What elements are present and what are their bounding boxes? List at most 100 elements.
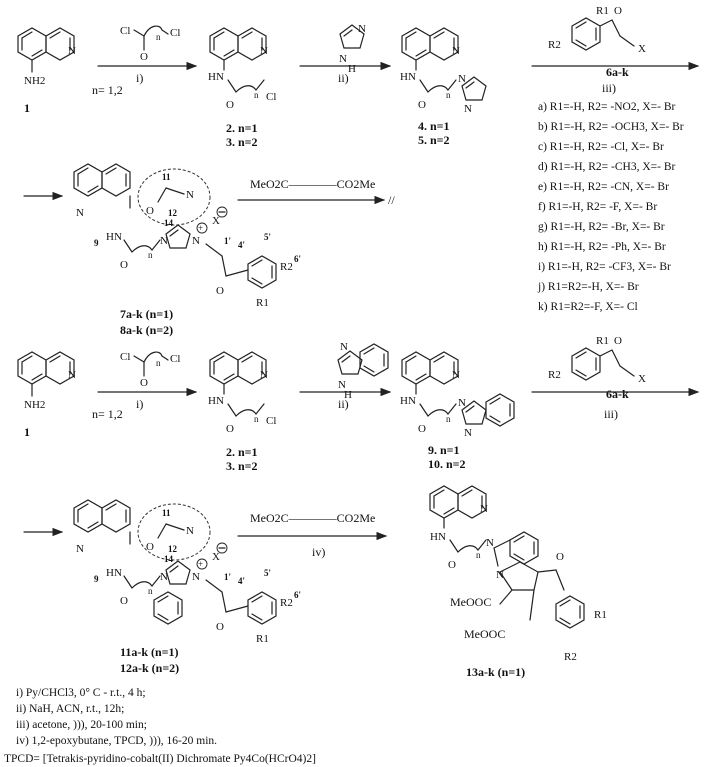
salt-11-12-structure: N 11 12 O N 9 HN O n 14 N N + X 1' O 4' …	[73, 499, 301, 645]
svg-text:Cl: Cl	[120, 25, 130, 37]
svg-text:N: N	[76, 207, 84, 219]
svg-text:O: O	[120, 259, 128, 271]
conditions-list: i) Py/CHCl3, 0° C - r.t., 4 h; ii) NaH, …	[16, 687, 217, 747]
svg-text:4': 4'	[238, 576, 245, 586]
dashed-ring-highlight	[137, 168, 211, 226]
svg-text:O: O	[146, 205, 154, 217]
svg-text:n: n	[446, 90, 451, 100]
svg-text:O: O	[226, 99, 234, 111]
svg-text:N: N	[480, 503, 488, 515]
svg-text:c) R1=-H, R2= -Cl, X=- Br: c) R1=-H, R2= -Cl, X=- Br	[538, 141, 664, 153]
svg-text:N: N	[338, 379, 346, 391]
svg-text:6': 6'	[294, 254, 301, 264]
svg-text:N: N	[192, 571, 200, 583]
no-reaction-mark: //	[388, 193, 395, 207]
compound-1b-structure: NH2 N	[17, 351, 76, 411]
svg-text:Cl: Cl	[266, 91, 276, 103]
svg-text:n: n	[254, 90, 259, 100]
svg-text:3. n=2: 3. n=2	[226, 459, 258, 473]
svg-text:N: N	[186, 189, 194, 201]
svg-text:n: n	[476, 550, 481, 560]
svg-text:O: O	[448, 559, 456, 571]
svg-text:Cl: Cl	[120, 351, 130, 363]
svg-text:n: n	[446, 414, 451, 424]
svg-text:n: n	[254, 414, 259, 424]
svg-text:N: N	[68, 45, 76, 57]
svg-text:R1: R1	[256, 297, 269, 309]
svg-text:HN: HN	[400, 71, 416, 83]
svg-text:R1: R1	[594, 609, 607, 621]
svg-text:12: 12	[168, 208, 178, 218]
svg-text:N: N	[260, 369, 268, 381]
svg-text:j) R1=R2=-H, X=- Br: j) R1=R2=-H, X=- Br	[537, 281, 639, 293]
svg-text:10. n=2: 10. n=2	[428, 457, 466, 471]
svg-text:2. n=1: 2. n=1	[226, 445, 258, 459]
svg-text:Cl: Cl	[170, 353, 180, 365]
svg-text:O: O	[120, 595, 128, 607]
compound-1-label: 1	[24, 101, 30, 115]
svg-text:HN: HN	[106, 231, 122, 243]
svg-text:X: X	[638, 43, 646, 55]
svg-text:i): i)	[136, 397, 143, 411]
step-ii-label: ii)	[338, 71, 349, 85]
svg-text:a) R1=-H, R2= -NO2, X=- Br: a) R1=-H, R2= -NO2, X=- Br	[538, 101, 675, 113]
chloroacyl-chloride: Cl O n Cl	[120, 25, 180, 63]
svg-text:N: N	[486, 537, 494, 549]
svg-text:O: O	[140, 51, 148, 63]
svg-text:N: N	[458, 397, 466, 409]
n-values-label-b: n= 1,2	[92, 407, 123, 421]
svg-text:9: 9	[94, 574, 99, 584]
svg-text:i) Py/CHCl3, 0° C - r.t., 4 h;: i) Py/CHCl3, 0° C - r.t., 4 h;	[16, 687, 146, 699]
svg-text:6': 6'	[294, 590, 301, 600]
compound-4-5-structure: N HN O n N N	[400, 27, 487, 115]
compound-2-label: 2. n=1	[226, 121, 258, 135]
svg-text:+: +	[198, 223, 203, 233]
svg-text:O: O	[216, 285, 224, 297]
svg-text:12: 12	[168, 544, 178, 554]
svg-text:n: n	[156, 358, 161, 368]
svg-text:N: N	[496, 569, 504, 581]
compound-3-label: 3. n=2	[226, 135, 258, 149]
svg-text:14: 14	[164, 554, 174, 564]
svg-text:n: n	[148, 586, 153, 596]
svg-text:9. n=1: 9. n=1	[428, 443, 460, 457]
svg-text:HN: HN	[106, 567, 122, 579]
tpcd-footnote: TPCD= [Tetrakis-pyridino-cobalt(II) Dich…	[4, 753, 316, 765]
svg-text:i) R1=-H, R2= -CF3, X=- Br: i) R1=-H, R2= -CF3, X=- Br	[538, 261, 671, 273]
svg-text:5': 5'	[264, 232, 271, 242]
svg-text:HN: HN	[208, 395, 224, 407]
svg-text:d) R1=-H, R2= -CH3, X=- Br: d) R1=-H, R2= -CH3, X=- Br	[538, 161, 675, 173]
svg-text:N: N	[458, 73, 466, 85]
svg-text:1': 1'	[224, 236, 231, 246]
svg-text:N: N	[192, 235, 200, 247]
svg-text:h) R1=-H, R2= -Ph, X=- Br: h) R1=-H, R2= -Ph, X=- Br	[538, 241, 666, 253]
svg-text:O: O	[418, 423, 426, 435]
svg-text:iii) acetone, ))), 20-100 min;: iii) acetone, ))), 20-100 min;	[16, 719, 147, 731]
svg-text:X: X	[212, 551, 220, 563]
imidazole-reagent: N H N	[339, 23, 366, 75]
svg-text:N: N	[160, 235, 168, 247]
svg-text:NH2: NH2	[24, 399, 45, 411]
svg-text:n: n	[156, 32, 161, 42]
salt-11-label: 11a-k (n=1)	[120, 645, 179, 659]
benzimidazole-reagent: N N H	[337, 341, 389, 401]
svg-text:O: O	[556, 551, 564, 563]
svg-text:O: O	[614, 5, 622, 17]
svg-text:H: H	[344, 389, 352, 401]
svg-text:g) R1=-H, R2= -Br, X=- Br: g) R1=-H, R2= -Br, X=- Br	[538, 221, 665, 233]
svg-text:N: N	[260, 45, 268, 57]
svg-text:Cl: Cl	[170, 27, 180, 39]
svg-text:O: O	[140, 377, 148, 389]
svg-text:N: N	[160, 571, 168, 583]
phenacyl-halide-6: R1 R2 O X	[548, 5, 646, 55]
svg-text:N: N	[452, 45, 460, 57]
svg-text:R2: R2	[564, 651, 577, 663]
svg-text:e) R1=-H, R2= -CN, X=- Br: e) R1=-H, R2= -CN, X=- Br	[538, 181, 669, 193]
dmad-reagent-row4: MeO2C————CO2Me	[250, 511, 375, 525]
svg-text:X: X	[212, 215, 220, 227]
svg-text:N: N	[68, 369, 76, 381]
substituent-list: a) R1=-H, R2= -NO2, X=- Br b) R1=-H, R2=…	[537, 101, 684, 313]
svg-text:X: X	[638, 373, 646, 385]
compound-2-3-structure: N HN O n Cl	[208, 27, 276, 111]
salt-12-label: 12a-k (n=2)	[120, 661, 179, 675]
